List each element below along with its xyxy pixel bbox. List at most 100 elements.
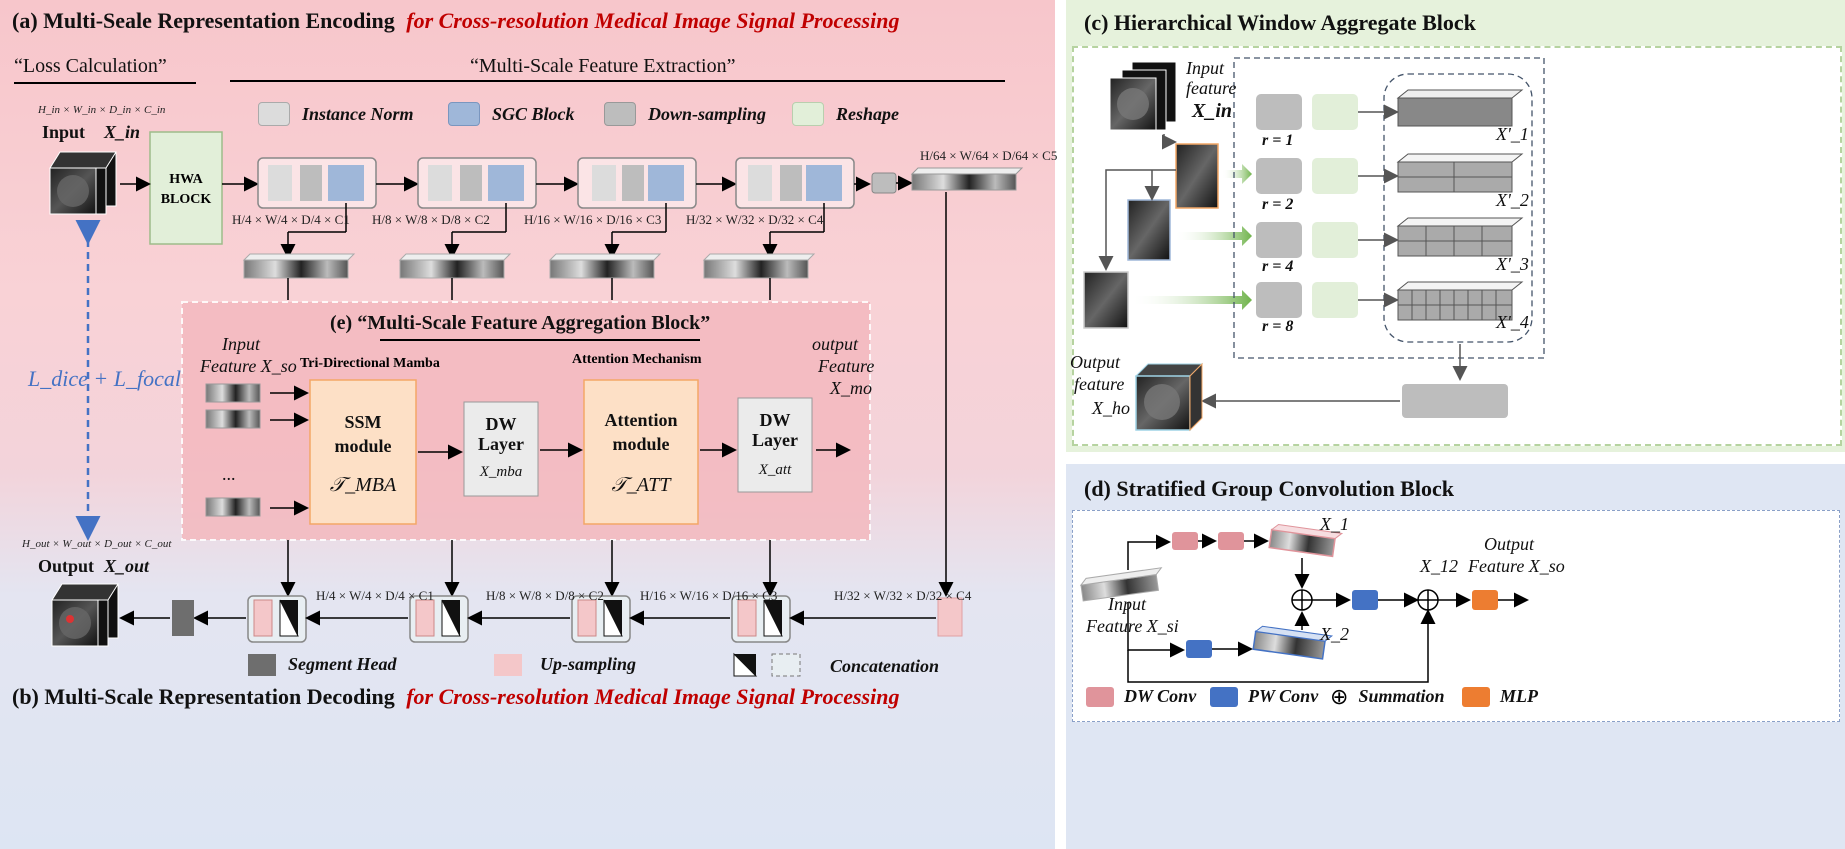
- encoder-stage-2: [417, 157, 537, 209]
- hwa-rate-3: r = 4: [1262, 258, 1294, 275]
- hwa-block-label: HWA BLOCK: [160, 172, 212, 207]
- legend-mlp: MLP: [1462, 686, 1538, 707]
- output-label: Output: [38, 556, 95, 576]
- dw-conv-1: [1172, 532, 1198, 550]
- legend-label: Summation: [1358, 686, 1445, 706]
- legend-pw-conv: PW Conv: [1210, 686, 1318, 707]
- sgc-input-1: Input: [1108, 594, 1146, 614]
- loss-formula: L_dice + L_focal: [28, 366, 181, 391]
- legend-label: DW Conv: [1124, 686, 1197, 706]
- hwa-output-volume: [1134, 362, 1204, 432]
- mlp-box: [1472, 590, 1498, 610]
- hwa-scale-4: [1127, 199, 1171, 261]
- legend-segment-head: Segment Head: [288, 654, 397, 674]
- dec-1-dims: H/4 × W/4 × D/4 × C1: [316, 588, 434, 603]
- summation-1-icon: [1291, 589, 1313, 611]
- x2-strip: [1252, 625, 1334, 660]
- legend-label: MLP: [1500, 686, 1538, 706]
- panel-b-subtitle: for Cross-resolution Medical Image Signa…: [406, 684, 900, 709]
- hwa-scale-8: [1083, 271, 1129, 329]
- panel-b-title-text: (b) Multi-Scale Representation Decoding: [12, 684, 395, 709]
- sgc-input-strip: [1079, 567, 1163, 602]
- hwa-rows: [1256, 94, 1399, 318]
- legend-label: PW Conv: [1248, 686, 1319, 706]
- hwa-block: [149, 131, 223, 245]
- output-dims: H_out × W_out × D_out × C_out: [22, 538, 172, 550]
- hwa-out-4: X'_4: [1496, 312, 1529, 332]
- dw1-symbol: X_mba: [479, 464, 523, 480]
- decoder-stage-4: [731, 595, 791, 643]
- dw1-text-1: DW: [485, 414, 517, 434]
- legend-summation: ⊕ Summation: [1330, 685, 1445, 707]
- legend-concatenation: Concatenation: [830, 656, 940, 676]
- input-volume-icon: [49, 151, 117, 215]
- hwa-rate-2: r = 2: [1262, 196, 1294, 213]
- encoder-stage-3: [577, 157, 697, 209]
- mse-header: “Multi-Scale Feature Extraction”: [470, 55, 736, 77]
- input-dims: H_in × W_in × D_in × C_in: [38, 104, 166, 116]
- reshape-swatch: [792, 102, 824, 126]
- ssm-symbol: 𝒯_MBA: [329, 474, 397, 496]
- legend-label: Instance Norm: [302, 103, 414, 124]
- panel-b-title: (b) Multi-Scale Representation Decoding …: [12, 684, 899, 710]
- mlp-swatch: [1462, 686, 1490, 707]
- sgc-x12: X_12: [1420, 556, 1458, 576]
- hwa-input-1: Input: [1186, 58, 1224, 78]
- sgc-output-2: Feature X_so: [1468, 556, 1565, 576]
- hwa-input-symbol: X_in: [1192, 100, 1233, 122]
- decoder-stage-3: [571, 595, 631, 643]
- input-symbol: X_in: [104, 122, 141, 142]
- mse-underline: [230, 80, 1005, 82]
- pw-conv-swatch: [1210, 686, 1238, 707]
- hwa-diagram: [1083, 57, 1545, 432]
- ssm-text-1: SSM: [344, 412, 382, 432]
- stage-2-dims: H/8 × W/8 × D/8 × C2: [372, 212, 490, 227]
- bottleneck-strip: [910, 167, 1024, 191]
- x1-strip: [1268, 524, 1344, 558]
- hwa-input-2: feature: [1186, 78, 1237, 98]
- dw-layer-1-box: [463, 401, 539, 497]
- dec-3-dims: H/16 × W/16 × D/16 × C3: [640, 588, 778, 603]
- encoder-stage-1: [257, 157, 377, 209]
- stage-4-dims: H/32 × W/32 × D/32 × C4: [686, 212, 824, 227]
- legend-label: Down-sampling: [648, 103, 767, 124]
- dec-4-dims: H/32 × W/32 × D/32 × C4: [834, 588, 972, 603]
- loss-underline: [14, 82, 196, 84]
- tri-mamba-label: Tri-Directional Mamba: [300, 356, 440, 371]
- sgc-x1: X_1: [1320, 514, 1349, 534]
- encoder-decoder-diagram: [49, 131, 1024, 677]
- msfa-input-strips: [205, 383, 309, 517]
- msfa-output-2: Feature: [818, 356, 875, 376]
- hwa-rate-4: r = 8: [1262, 318, 1294, 335]
- dw-conv-2: [1218, 532, 1244, 550]
- stage-1-dims: H/4 × W/4 × D/4 × C1: [232, 212, 350, 227]
- att-symbol: 𝒯_ATT: [611, 474, 671, 496]
- concatenation-swatch: [733, 652, 801, 677]
- att-text-1: Attention: [604, 410, 678, 430]
- legend-sgc-block: SGC Block: [448, 102, 575, 126]
- sgc-output-1: Output: [1484, 534, 1535, 554]
- pw-conv-2: [1352, 590, 1378, 610]
- dw-layer-2-box: [737, 397, 813, 493]
- msfa-output-symbol: X_mo: [830, 378, 872, 398]
- segment-head-swatch: [248, 654, 276, 676]
- decoder-stage-1: [247, 595, 307, 643]
- upsampling-swatch: [494, 654, 522, 676]
- dw2-symbol: X_att: [758, 462, 792, 478]
- sgc-input-2: Feature X_si: [1086, 616, 1179, 636]
- att-text-2: module: [612, 434, 670, 454]
- hwa-out-3: X'_3: [1496, 254, 1529, 274]
- dw1-text-2: Layer: [478, 434, 524, 454]
- hwa-out-1: X'_1: [1496, 124, 1529, 144]
- sgc-inner-panel: [1072, 510, 1840, 722]
- sgc-diagram: [1079, 524, 1529, 683]
- bottleneck-upsample: [937, 597, 963, 637]
- legend-down-sampling: Down-sampling: [604, 102, 766, 126]
- loss-calculation-header: “Loss Calculation”: [14, 55, 167, 77]
- bottleneck-dims: H/64 × W/64 × D/64 × C5: [920, 148, 1058, 163]
- legend-dw-conv: DW Conv: [1086, 686, 1196, 707]
- stage-3-dims: H/16 × W/16 × D/16 × C3: [524, 212, 662, 227]
- panel-e-title: (e) “Multi-Scale Feature Aggregation Blo…: [330, 312, 711, 334]
- msfa-input-label: Input: [222, 334, 260, 354]
- hwa-output-symbol: X_ho: [1092, 398, 1130, 418]
